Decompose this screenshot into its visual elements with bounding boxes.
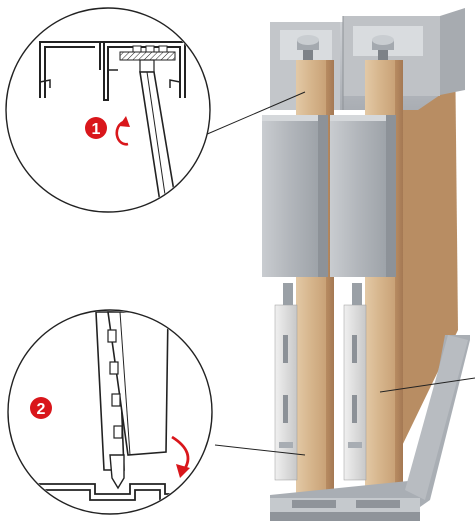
upper-clamp-right (330, 115, 396, 277)
detail-circle-top (5, 7, 211, 213)
leader-line-bottom (214, 444, 306, 456)
top-wheel-right (372, 35, 394, 62)
upper-clamp-left (262, 115, 328, 277)
detail-callout-bottom: 2 (7, 309, 306, 515)
bottom-track-rail (270, 335, 470, 521)
rotate-cw-arrow-icon (171, 435, 190, 478)
step-1-number: 1 (92, 121, 101, 138)
lower-guide-left (274, 283, 298, 481)
rear-panel-side (395, 40, 458, 450)
door-assembly-3d (262, 8, 470, 521)
step-2-badge: 2 (30, 397, 52, 419)
top-wheel-left (297, 35, 319, 62)
step-1-badge: 1 (85, 117, 107, 139)
leader-line-top (204, 91, 306, 136)
leader-line-right (379, 377, 475, 393)
rotate-ccw-arrow-icon (115, 116, 130, 146)
lower-guide-right (343, 283, 367, 481)
step-2-number: 2 (37, 401, 46, 418)
detail-callout-top: 1 (5, 7, 306, 213)
